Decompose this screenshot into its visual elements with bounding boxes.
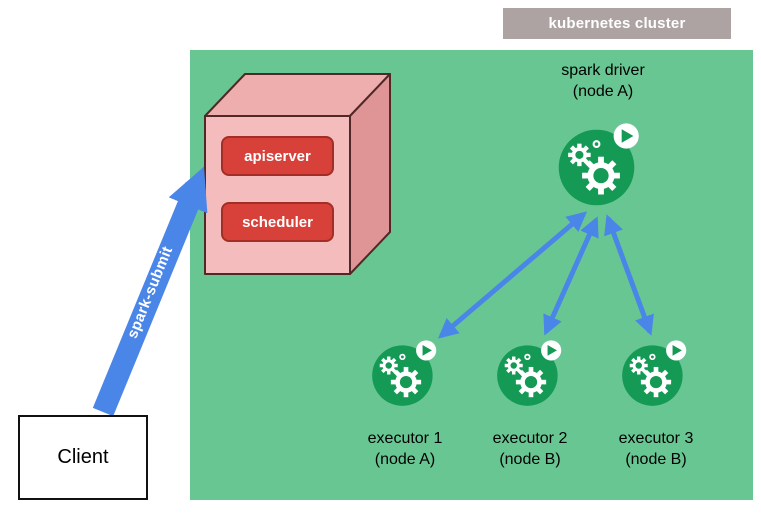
executor-3-label-line2: (node B) [625, 451, 687, 468]
executor-1-label-line2: (node A) [374, 451, 436, 468]
executor-1-label: executor 1 (node A) [345, 428, 465, 470]
executor-3-icon [621, 339, 688, 407]
kubernetes-cluster-label: kubernetes cluster [503, 8, 731, 39]
executor-3-label-line1: executor 3 [618, 430, 694, 447]
scheduler-box: scheduler [221, 202, 334, 242]
driver-executor2-arrow [543, 216, 599, 336]
driver-executor-arrows [437, 211, 654, 339]
executor-2-label-line2: (node B) [499, 451, 561, 468]
executor-2-icon [496, 339, 563, 407]
spark-driver-label-line1: spark driver [561, 62, 645, 79]
kubernetes-cluster-label-text: kubernetes cluster [548, 15, 686, 32]
executor-1-icon [371, 339, 438, 407]
driver-executor3-arrow [604, 214, 654, 336]
spark-submit-arrow [92, 166, 208, 417]
executor-2-label: executor 2 (node B) [470, 428, 590, 470]
apiserver-label: apiserver [244, 147, 311, 165]
spark-driver-icon [557, 122, 640, 207]
executor-3-label: executor 3 (node B) [596, 428, 716, 470]
scheduler-label: scheduler [242, 213, 313, 231]
spark-driver-label: spark driver (node A) [523, 60, 683, 102]
executor-1-label-line1: executor 1 [367, 430, 443, 447]
apiserver-box: apiserver [221, 136, 334, 176]
driver-executor1-arrow [437, 211, 588, 339]
executor-2-label-line1: executor 2 [492, 430, 568, 447]
spark-driver-label-line2: (node A) [572, 83, 634, 100]
client-label: Client [57, 446, 109, 468]
client-box: Client [18, 415, 148, 500]
